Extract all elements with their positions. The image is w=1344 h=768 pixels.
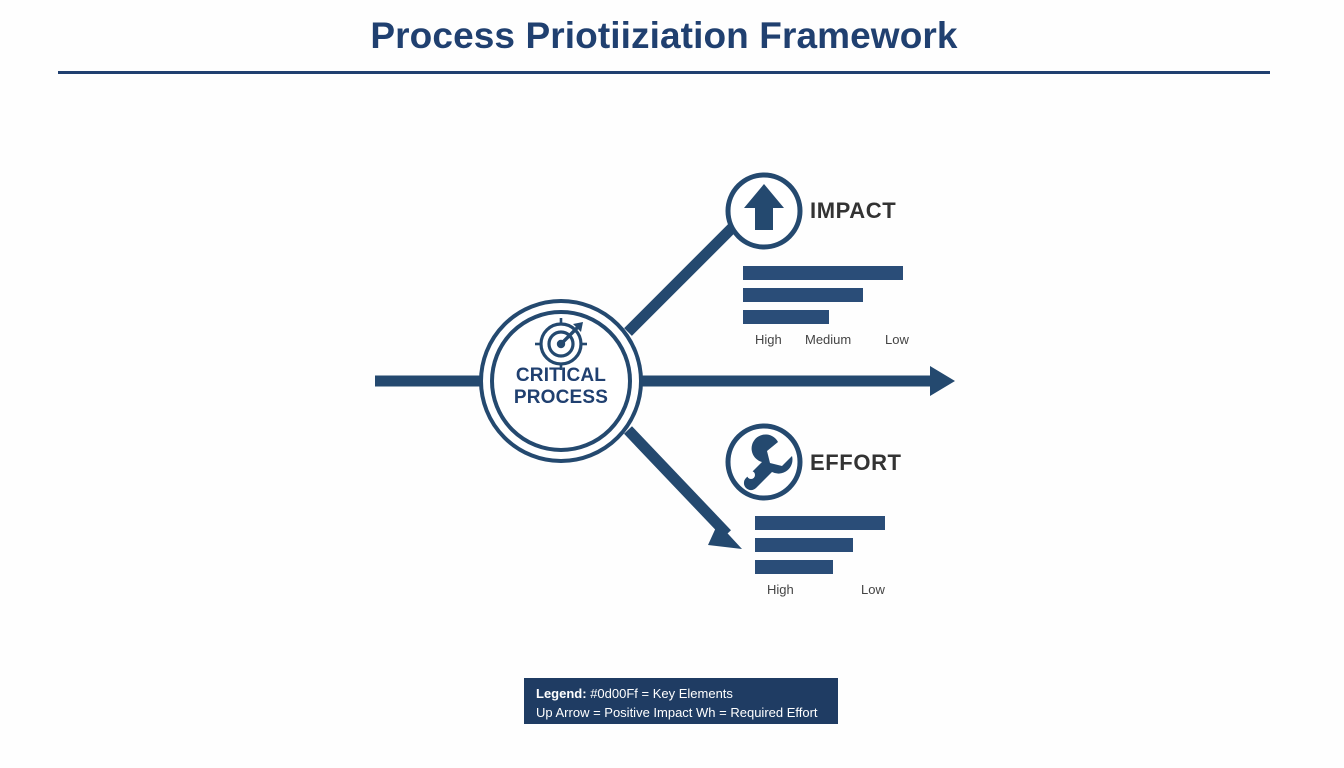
center-node-label: CRITICAL PROCESS — [480, 365, 642, 409]
effort-axis-label-low: Low — [861, 582, 885, 597]
impact-axis-label-high: High — [755, 332, 782, 347]
center-node-label-line1: CRITICAL — [515, 365, 607, 386]
legend-line-1-text: #0d00Ff = Key Elements — [590, 686, 733, 701]
center-node-label-line2: PROCESS — [513, 387, 609, 409]
page-title: Process Priotiiziation Framework — [58, 14, 1270, 58]
effort-heading: EFFORT — [810, 450, 902, 475]
legend-box: Legend: #0d00Ff = Key Elements Up Arrow … — [524, 678, 838, 724]
impact-heading: IMPACT — [810, 198, 897, 223]
center-node-inner-ring — [490, 310, 632, 452]
branch-effort-line — [624, 426, 731, 538]
effort-axis-label-high: High — [767, 582, 794, 597]
impact-axis-label-low: Low — [885, 332, 909, 347]
target-arrow-icon — [535, 318, 587, 370]
title-underline-rule — [58, 71, 1270, 74]
spine-right-arrowhead — [930, 366, 955, 396]
branch-effort-arrowhead — [708, 523, 742, 549]
effort-bar-axis: High Low — [755, 582, 885, 600]
up-arrow-icon — [744, 184, 784, 230]
branch-impact-line — [624, 224, 736, 336]
effort-bar-chart: High Low — [755, 516, 885, 600]
impact-bar-high — [743, 266, 903, 280]
effort-bar-3 — [755, 560, 833, 574]
legend-line-1: Legend: #0d00Ff = Key Elements — [536, 684, 826, 703]
page-title-text: Process Priotiiziation Framework — [370, 15, 958, 56]
impact-bar-chart: High Medium Low — [743, 266, 909, 350]
effort-bar-1 — [755, 516, 885, 530]
legend-label: Legend: — [536, 686, 587, 701]
impact-bar-low — [743, 310, 829, 324]
legend-line-2: Up Arrow = Positive Impact Wh = Required… — [536, 705, 818, 720]
wrench-icon — [743, 434, 793, 491]
impact-bar-medium — [743, 288, 863, 302]
impact-axis-label-medium: Medium — [805, 332, 852, 347]
effort-bar-2 — [755, 538, 853, 552]
impact-bar-axis: High Medium Low — [743, 332, 909, 350]
